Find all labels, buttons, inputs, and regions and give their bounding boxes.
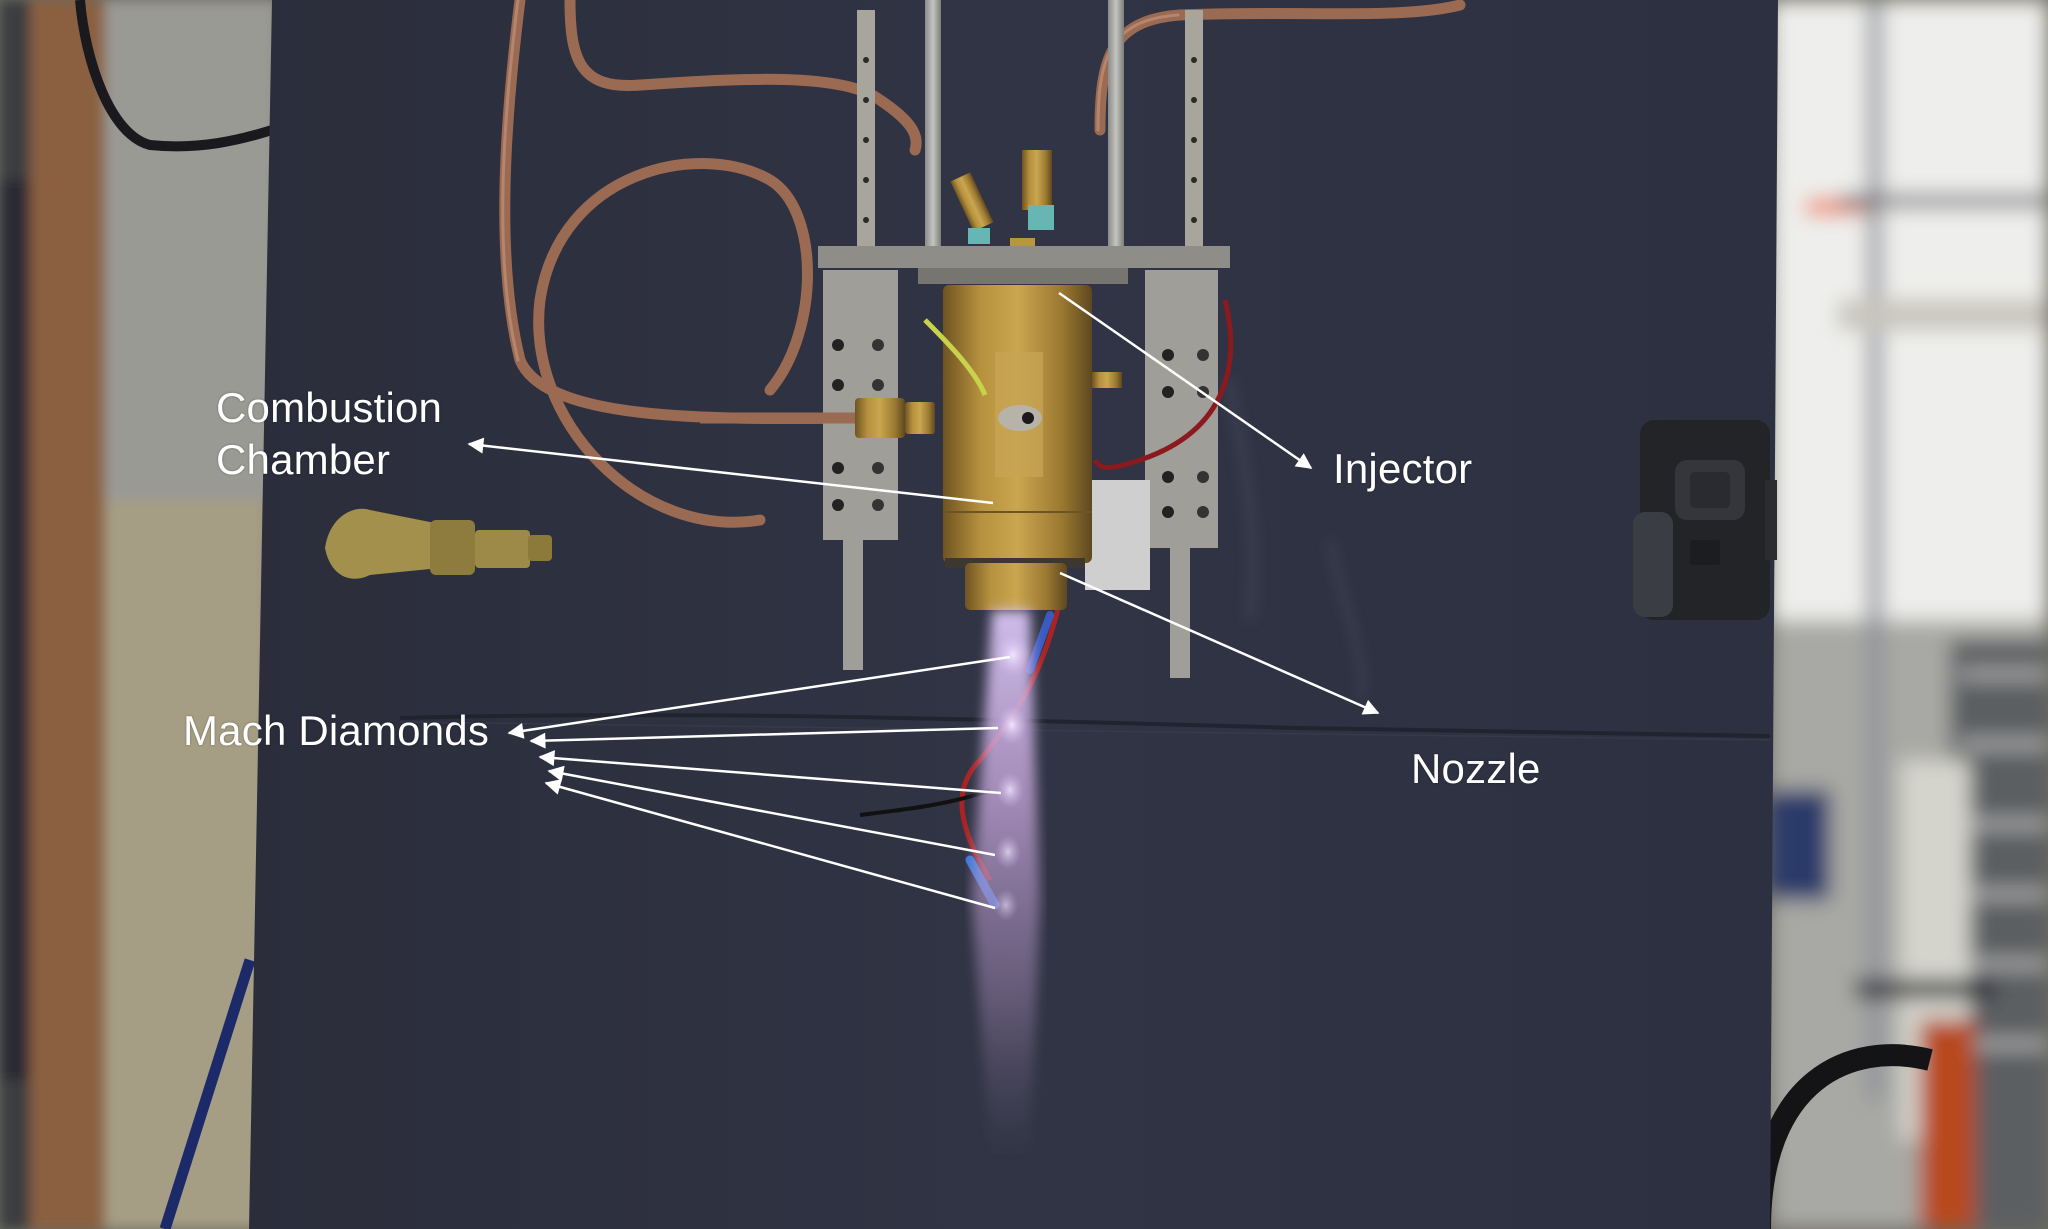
arrow-combustion-chamber <box>467 437 994 505</box>
blue-hose <box>159 958 256 1229</box>
brass-quick-connect <box>325 508 552 579</box>
label-mach-diamonds: Mach Diamonds <box>183 707 490 754</box>
label-combustion-chamber-line2: Chamber <box>216 436 391 483</box>
arrow-mach-diamond-1 <box>507 655 1011 739</box>
label-combustion-chamber-line1: Combustion <box>216 384 443 431</box>
black-cable <box>75 0 274 152</box>
rod-right <box>1108 0 1124 250</box>
arrow-mach-diamond-5 <box>544 779 996 910</box>
bracket-right <box>1145 270 1218 678</box>
rod-left <box>925 0 941 250</box>
arrow-nozzle <box>1059 571 1380 715</box>
arrow-mach-diamond-3 <box>538 750 1002 795</box>
right-background <box>1770 0 2048 1229</box>
exhaust-plume <box>972 610 1040 1160</box>
nozzle-body <box>945 558 1085 610</box>
arrow-mach-diamond-2 <box>529 726 999 749</box>
rail-left <box>857 10 875 250</box>
left-background <box>0 0 280 1229</box>
injector-plate <box>818 246 1230 268</box>
combustion-chamber-body <box>923 285 1122 563</box>
label-injector: Injector <box>1333 445 1473 492</box>
arrow-injector <box>1058 291 1313 470</box>
panel-seam <box>399 713 1771 738</box>
arrow-mach-diamond-4 <box>547 765 996 857</box>
action-camera <box>1633 420 1777 620</box>
rail-right <box>1185 10 1203 250</box>
label-nozzle: Nozzle <box>1411 745 1541 792</box>
